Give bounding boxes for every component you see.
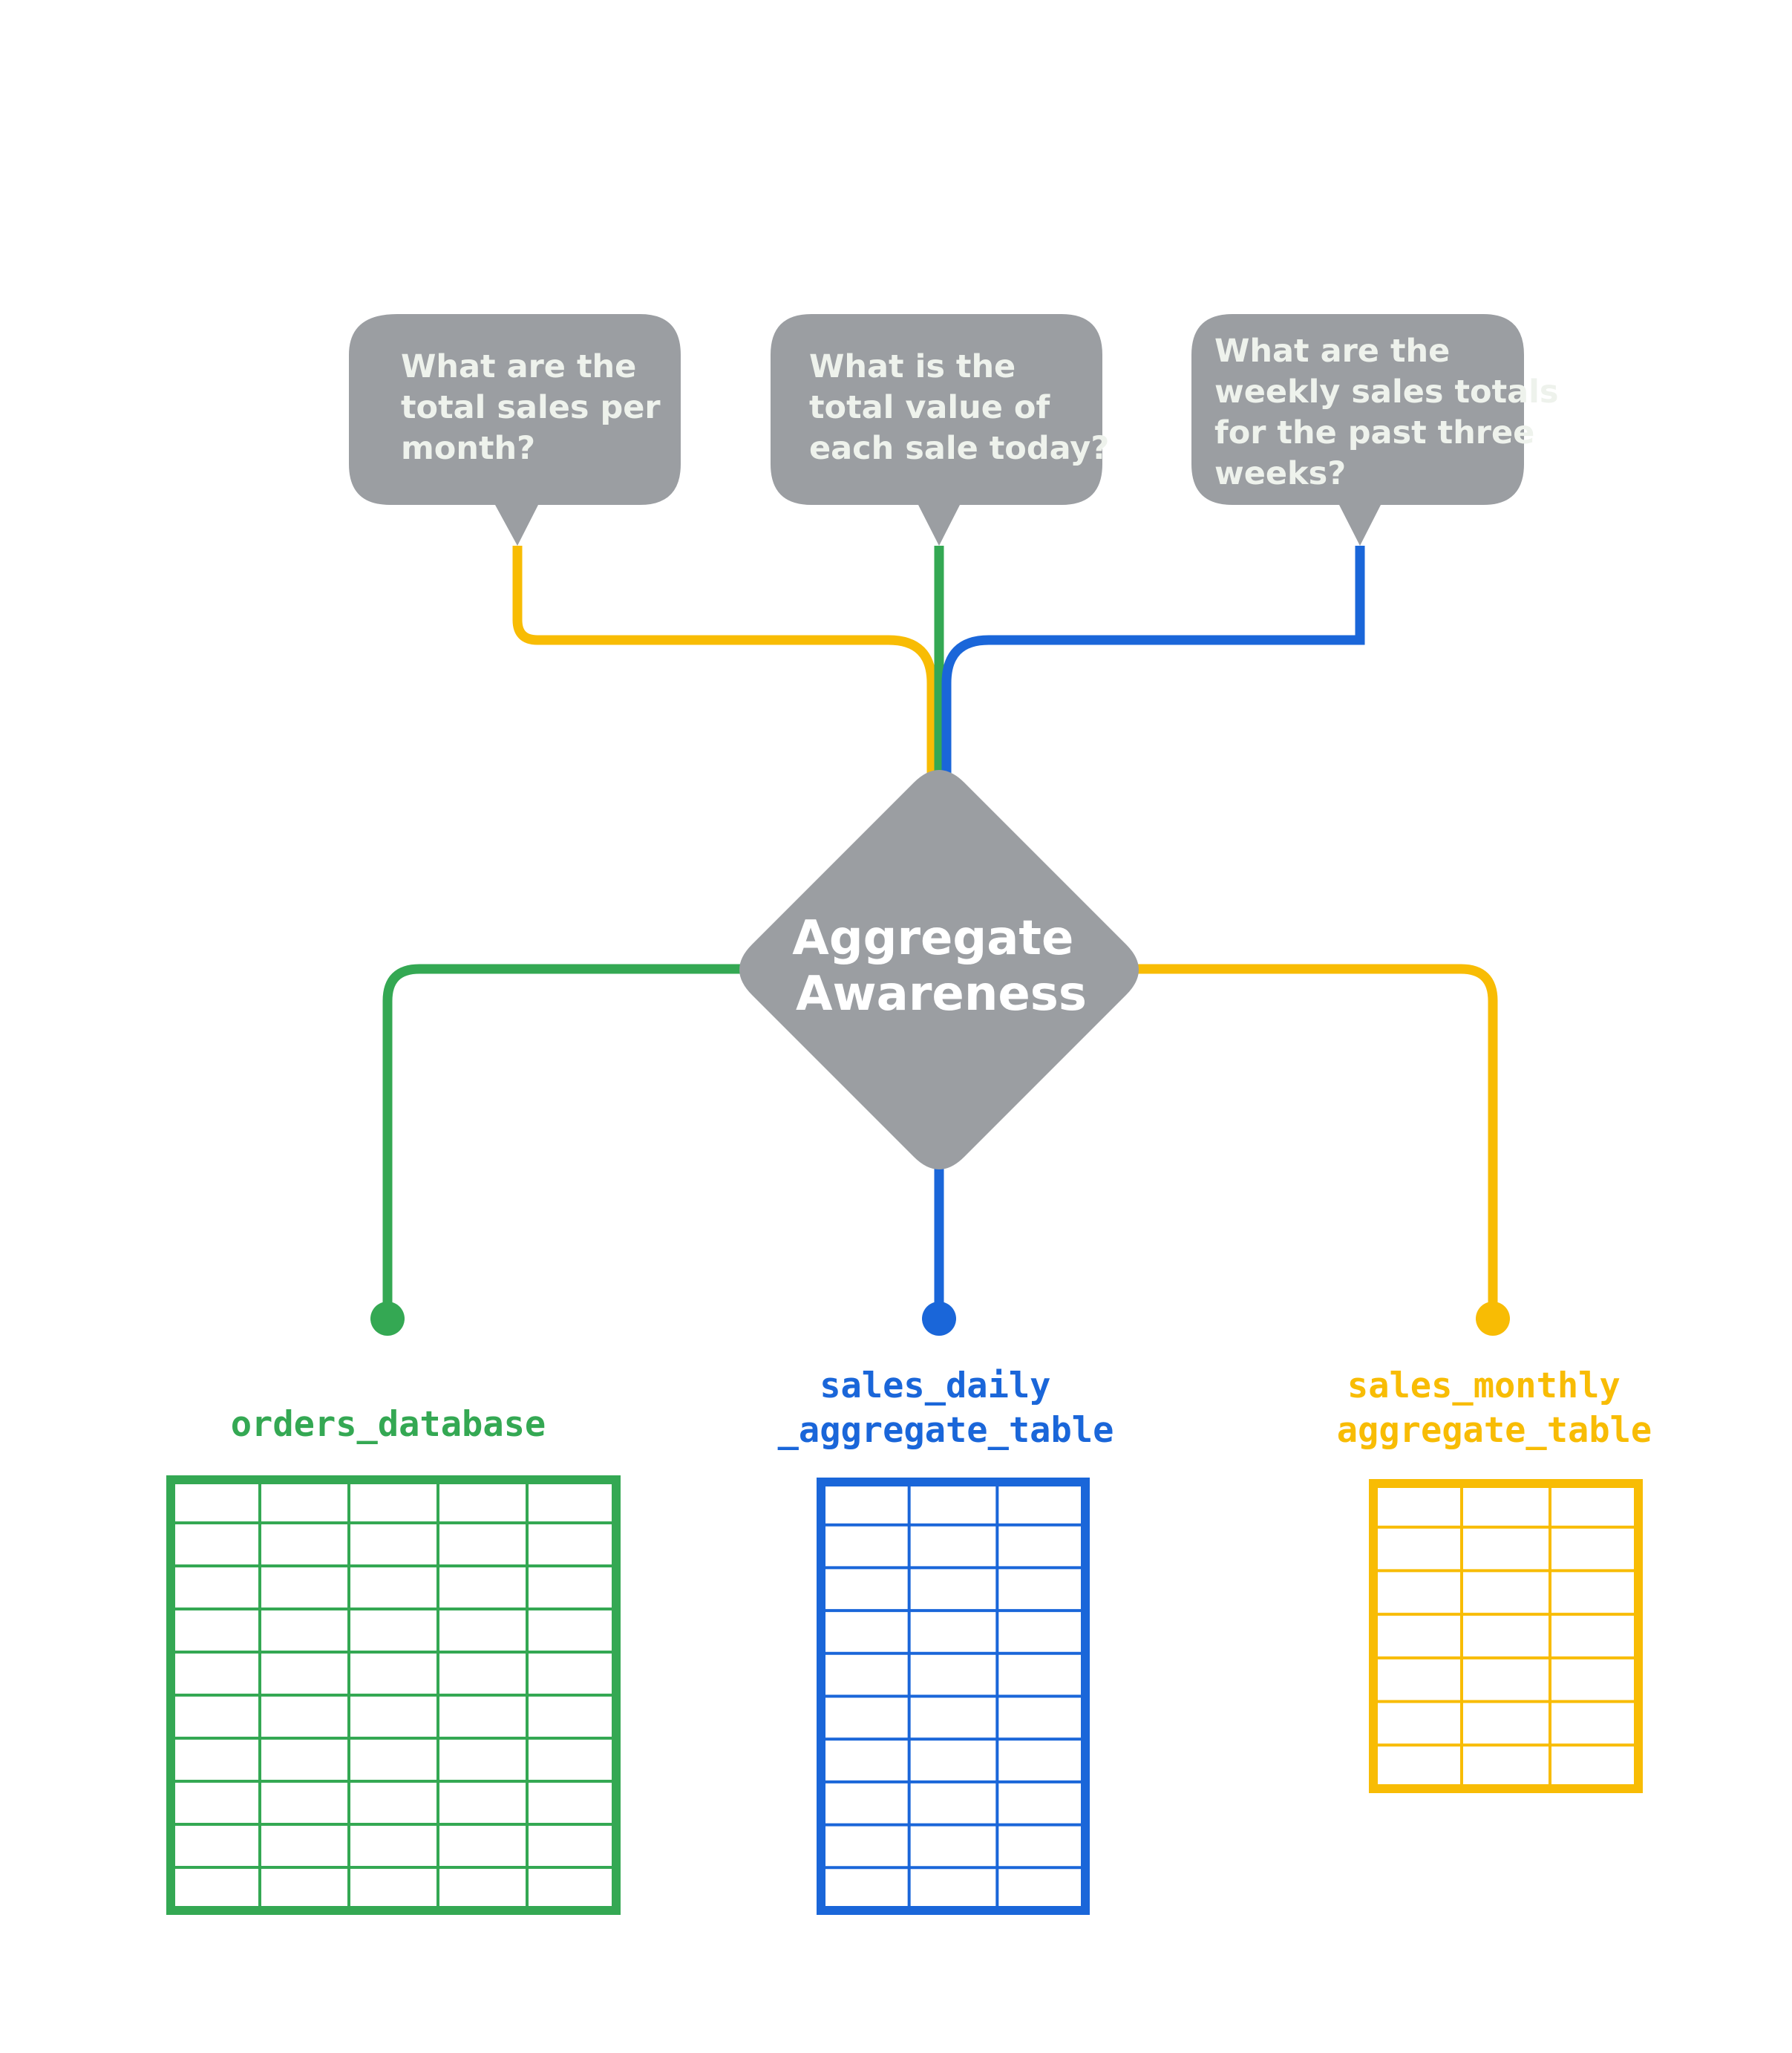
sales-daily-aggregate-label: sales_daily _aggregate_table <box>778 1365 1114 1451</box>
aggregate-awareness-hub: Aggregate Awareness <box>739 770 1139 1169</box>
orders-database-label: orders_database <box>231 1404 546 1445</box>
question-1-text: What are the total sales per month? <box>401 348 672 467</box>
sales-monthly-aggregate-table <box>1369 1479 1643 1793</box>
sales-monthly-aggregate-label: sales_monthly aggregate_table <box>1337 1365 1652 1451</box>
question-3-connector <box>941 546 1365 780</box>
orders-database-endpoint <box>370 1302 405 1336</box>
hub-label: Aggregate Awareness <box>792 911 1090 1022</box>
sales-monthly-aggregate-connector <box>1128 964 1498 1318</box>
question-bubble-3: What are the weekly sales totals for the… <box>1191 314 1569 546</box>
sales-daily-aggregate-table <box>817 1478 1090 1915</box>
question-1-connector <box>512 546 937 780</box>
orders-database-table <box>166 1475 621 1915</box>
question-bubble-2: What is the total value of each sale tod… <box>771 314 1109 546</box>
question-bubble-1: What are the total sales per month? <box>349 314 681 546</box>
table-frame <box>1369 1479 1643 1793</box>
sales-monthly-endpoint <box>1476 1302 1510 1336</box>
sales-daily-endpoint <box>922 1302 956 1336</box>
orders-database-connector <box>382 964 750 1318</box>
question-2-text: What is the total value of each sale tod… <box>809 348 1109 467</box>
question-3-text: What are the weekly sales totals for the… <box>1214 333 1569 492</box>
